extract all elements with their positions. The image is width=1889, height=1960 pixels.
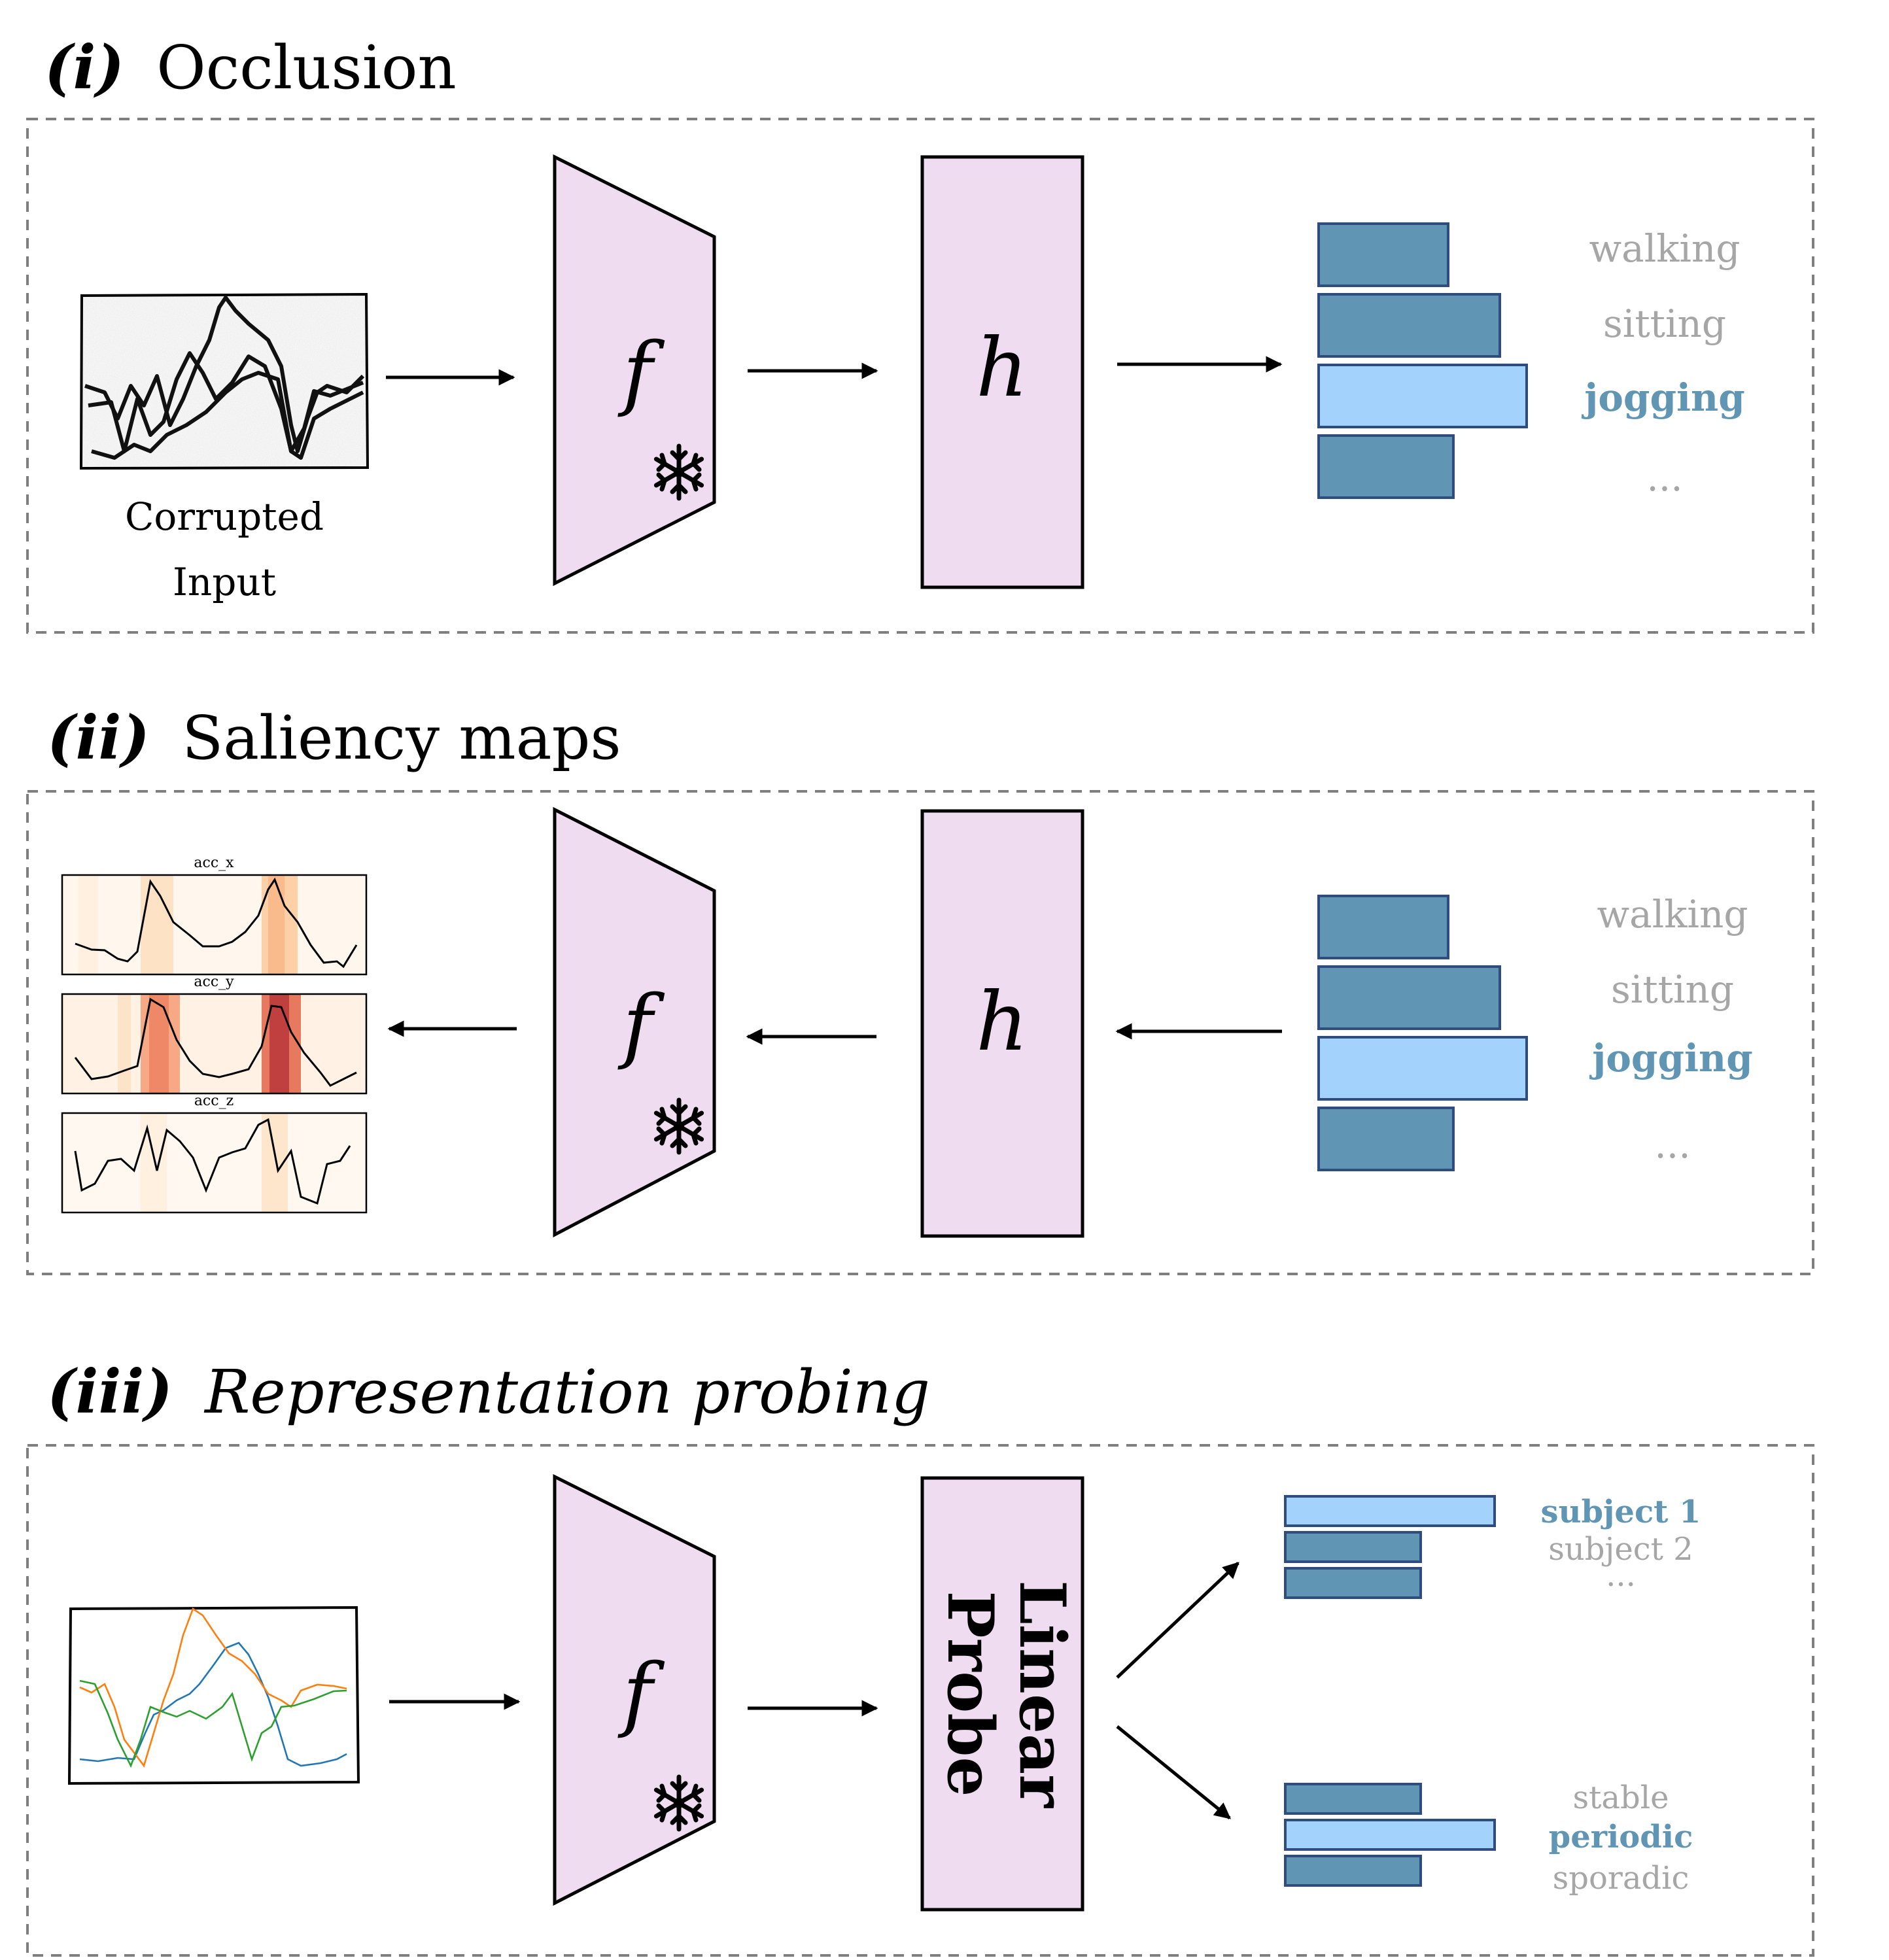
- class-label-jogging: jogging: [1581, 375, 1745, 420]
- class-label-subject-ellipsis: ...: [1606, 1557, 1636, 1594]
- class-label-sitting: sitting: [1611, 967, 1734, 1012]
- input-label-line2: Input: [173, 560, 276, 604]
- head-symbol: h: [976, 321, 1028, 415]
- class-label-jogging: jogging: [1589, 1036, 1753, 1080]
- bar-jogging: [1317, 364, 1528, 428]
- saliency-plot-acc-z: [61, 1112, 368, 1214]
- subject-labels: subject 1 subject 2 ...: [1541, 1494, 1701, 1594]
- class-label-periodic: periodic: [1549, 1819, 1693, 1855]
- raw-input-plot: [67, 1606, 360, 1785]
- class-label-subject-2: subject 2: [1548, 1531, 1693, 1568]
- class-label-ellipsis: ...: [1646, 455, 1682, 500]
- class-label-walking: walking: [1597, 892, 1748, 937]
- channel-title-acc-x: acc_x: [194, 855, 234, 871]
- bar-sporadic: [1284, 1855, 1422, 1887]
- class-label-sitting: sitting: [1603, 301, 1726, 346]
- encoder-f-block-3: f: [553, 1473, 716, 1906]
- section-title-saliency: (ii) Saliency maps: [47, 702, 621, 773]
- section-title-occlusion: (i) Occlusion: [44, 32, 457, 103]
- panel-probing: [26, 1444, 1814, 1957]
- linear-probe-block: Linear Probe: [920, 1476, 1084, 1912]
- subject-bars: [1284, 1495, 1496, 1599]
- activity-labels-1: walking sitting jogging ...: [1581, 226, 1745, 500]
- motion-labels: stable periodic sporadic: [1549, 1779, 1693, 1897]
- bar-other: [1317, 434, 1455, 499]
- input-label-line1: Corrupted: [125, 494, 324, 539]
- bar-walking: [1317, 222, 1449, 287]
- bar-sitting: [1317, 965, 1501, 1030]
- class-label-stable: stable: [1572, 1779, 1669, 1816]
- probe-label-line1: Linear: [1005, 1580, 1079, 1808]
- bar-other: [1317, 1107, 1455, 1171]
- arrow-probe-to-subject: [1116, 1562, 1239, 1679]
- head-h-block-2: h: [920, 809, 1084, 1238]
- saliency-plot-acc-x: [61, 874, 368, 976]
- motion-bars: [1284, 1783, 1496, 1887]
- bar-walking: [1317, 895, 1449, 959]
- bar-periodic: [1284, 1819, 1496, 1851]
- head-h-block-1: h: [920, 155, 1084, 589]
- saliency-plots: acc_x acc_y acc_z: [61, 855, 368, 1214]
- bar-subject-other: [1284, 1567, 1422, 1599]
- head-symbol: h: [976, 975, 1028, 1069]
- bar-subject-2: [1284, 1531, 1422, 1563]
- arrow-probe-to-motion: [1116, 1725, 1231, 1819]
- bar-jogging: [1317, 1036, 1528, 1101]
- probe-label-line2: Probe: [933, 1591, 1007, 1797]
- class-label-walking: walking: [1589, 226, 1741, 271]
- encoder-f-block-2: f: [553, 806, 716, 1238]
- bar-subject-1: [1284, 1495, 1496, 1527]
- encoder-f-block-1: f: [553, 154, 716, 587]
- channel-title-acc-z: acc_z: [194, 1093, 234, 1109]
- corrupted-input-sketch: [79, 292, 370, 470]
- panel-occlusion: [26, 118, 1814, 634]
- activity-bars-2: [1317, 895, 1528, 1171]
- bar-sitting: [1317, 293, 1501, 358]
- class-label-sporadic: sporadic: [1553, 1860, 1690, 1897]
- class-label-subject-1: subject 1: [1541, 1494, 1701, 1530]
- bar-stable: [1284, 1783, 1422, 1815]
- section-title-probing: (iii) Representation probing: [47, 1356, 930, 1427]
- panel-saliency: [26, 790, 1814, 1275]
- activity-labels-2: walking sitting jogging ...: [1589, 892, 1753, 1167]
- class-label-ellipsis: ...: [1654, 1122, 1690, 1167]
- activity-bars-1: [1317, 222, 1528, 499]
- channel-title-acc-y: acc_y: [194, 974, 234, 990]
- saliency-plot-acc-y: [61, 993, 368, 1095]
